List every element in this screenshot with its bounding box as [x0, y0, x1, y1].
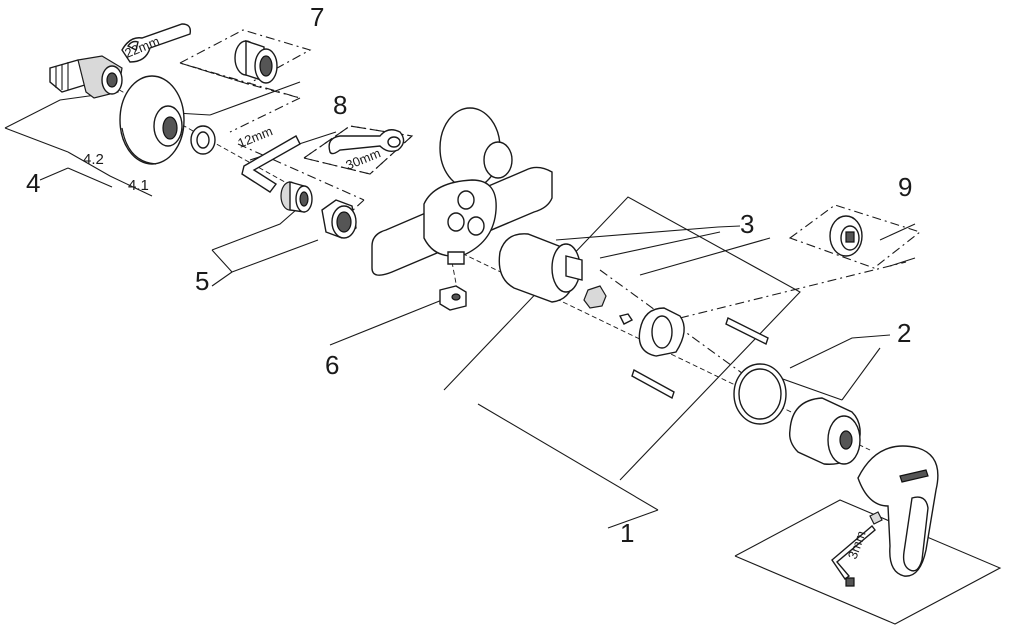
callout-7: 7	[310, 2, 324, 32]
screws	[631, 317, 769, 400]
callout-4: 4	[26, 168, 40, 198]
union-nut	[321, 199, 357, 239]
check-valve	[280, 181, 313, 213]
thread-adapter	[234, 40, 278, 84]
cartridge	[498, 233, 634, 325]
wrench-22mm	[121, 23, 192, 63]
inlet-nipple	[49, 55, 123, 99]
hex-key-12mm	[241, 135, 301, 193]
mounting-flange	[638, 307, 685, 357]
callout-9: 9	[898, 172, 912, 202]
callout-1: 1	[620, 518, 634, 548]
lever-handle	[857, 445, 939, 577]
mixer-body	[371, 107, 553, 276]
washer	[190, 125, 216, 155]
sleeve	[788, 397, 861, 465]
callout-3: 3	[740, 209, 754, 239]
dimension-12mm: 12mm	[236, 123, 275, 150]
wrench-30mm	[328, 129, 405, 155]
callout-4-1: 4.1	[128, 177, 149, 194]
escutcheon-left	[119, 75, 185, 165]
o-ring	[733, 363, 787, 425]
set-screw	[439, 285, 467, 311]
callout-labels: 1 2 3 4 4.2 4.1 5 6 7 8 9 22mm 12mm 30mm…	[26, 2, 912, 561]
cover-cap	[829, 215, 863, 257]
hex-key-3mm	[831, 511, 883, 587]
callout-6: 6	[325, 350, 339, 380]
callout-8: 8	[333, 90, 347, 120]
dimension-3mm: 3mm	[845, 529, 869, 561]
callout-2: 2	[897, 318, 911, 348]
callout-4-2: 4.2	[83, 151, 104, 168]
callout-5: 5	[195, 266, 209, 296]
